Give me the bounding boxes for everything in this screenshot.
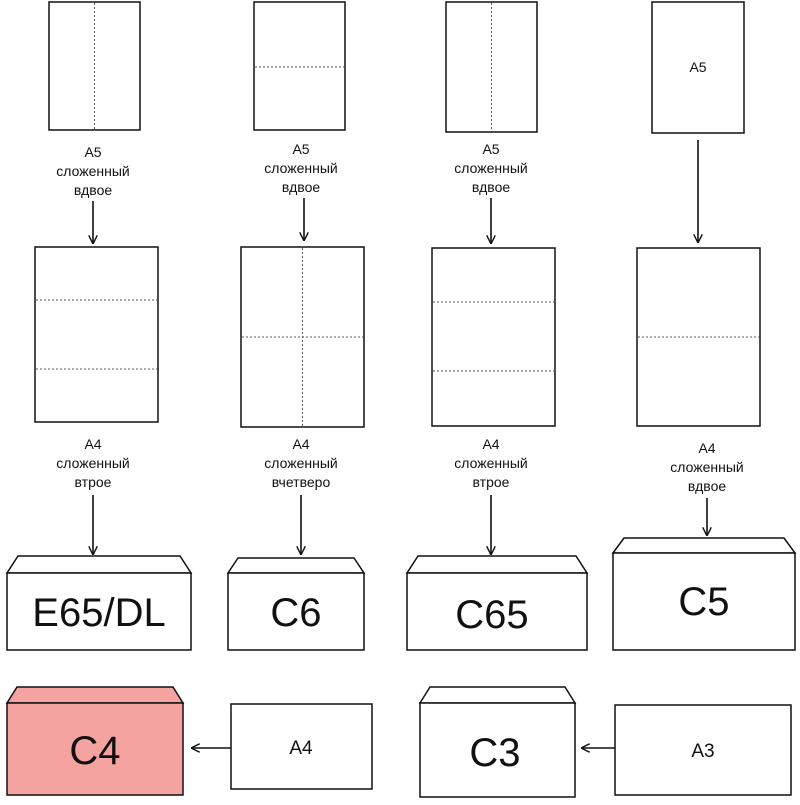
folded-caption-line-1: A4 <box>292 436 309 452</box>
sheet-caption-line-3: вдвое <box>282 179 321 195</box>
a4-folded-sheet <box>431 247 556 427</box>
a5-sheet <box>253 1 346 131</box>
a4-sheet <box>230 703 373 790</box>
folded-caption-line-1: A4 <box>84 436 101 452</box>
envelope: E65/DL <box>5 555 193 651</box>
envelope: C65 <box>405 555 589 651</box>
folded-caption-line-2: сложенный <box>56 455 129 471</box>
envelope-label: C65 <box>455 593 528 637</box>
sheet-caption-line-2: сложенный <box>264 160 337 176</box>
column-3: A5 сложенный вдвое A4 сложенный втрое C6… <box>405 1 589 651</box>
column-1: A5 сложенный вдвое A4 сложенный втрое E6… <box>5 1 193 651</box>
folded-caption-line-2: сложенный <box>264 455 337 471</box>
a3-label: A3 <box>691 741 714 762</box>
sheet-caption-line-3: вдвое <box>472 179 511 195</box>
folded-caption-line-1: A4 <box>698 440 715 456</box>
c4-envelope: C4 <box>5 686 185 796</box>
c3-label: C3 <box>469 731 520 775</box>
a5-sheet <box>48 1 141 131</box>
sheet-caption-line-3: вдвое <box>74 182 113 198</box>
sheet-caption-line-1: A5 <box>292 141 309 157</box>
bottom-row: C4 A4 C3 A3 <box>5 686 792 798</box>
a5-sheet <box>651 1 745 134</box>
envelope-label: C6 <box>270 591 321 635</box>
folded-caption-line-3: втрое <box>75 474 112 490</box>
folded-caption-line-3: вдвое <box>688 478 727 494</box>
folded-caption-line-3: вчетверо <box>272 474 331 490</box>
sheet-caption-line-1: A5 <box>482 141 499 157</box>
folded-caption-line-3: втрое <box>473 474 510 490</box>
envelope-label: E65/DL <box>32 591 165 635</box>
sheet-caption-line-1: A5 <box>84 144 101 160</box>
folded-caption-line-1: A4 <box>482 436 499 452</box>
c4-label: C4 <box>69 729 120 773</box>
column-4: A5 A4 сложенный вдвое C5 <box>611 1 797 651</box>
a5-sheet-label: A5 <box>689 59 706 75</box>
folded-caption-line-2: сложенный <box>454 455 527 471</box>
a4-label: A4 <box>289 738 313 759</box>
envelope: C5 <box>611 537 797 651</box>
sheet-caption-line-2: сложенный <box>56 163 129 179</box>
envelope: C6 <box>226 557 366 651</box>
a4-folded-sheet <box>34 246 159 423</box>
folded-caption-line-2: сложенный <box>670 459 743 475</box>
sheet-caption-line-2: сложенный <box>454 160 527 176</box>
c3-envelope: C3 <box>418 686 577 798</box>
envelope-label: C5 <box>678 580 729 624</box>
a3-sheet <box>614 704 792 796</box>
column-2: A5 сложенный вдвое A4 сложенный вчетверо… <box>226 1 366 651</box>
